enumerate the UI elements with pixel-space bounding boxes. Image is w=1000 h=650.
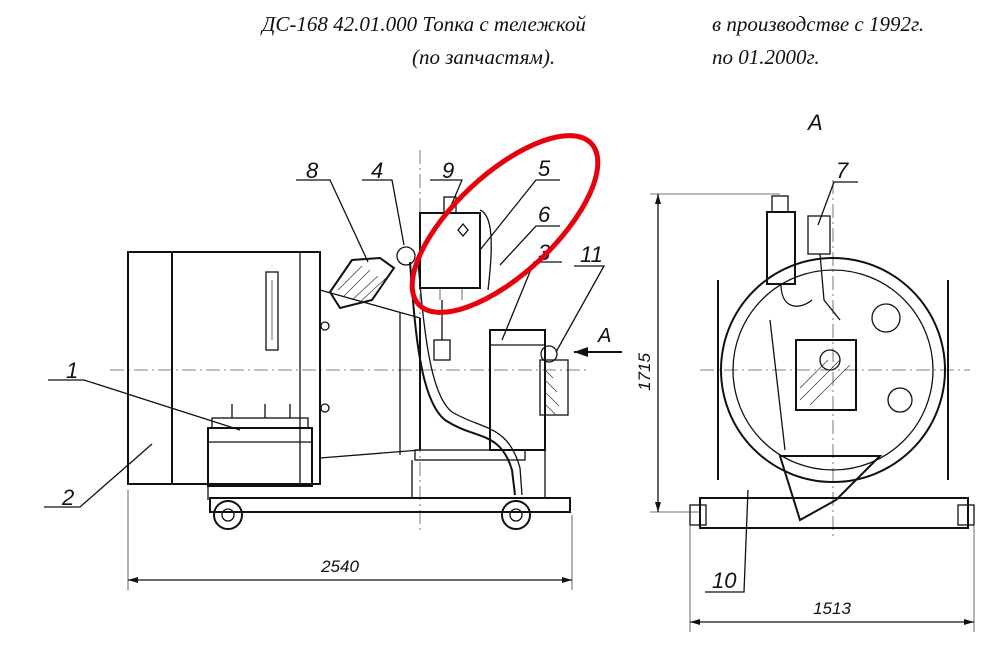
tank (489, 329, 569, 451)
callout-7: 7 (836, 158, 849, 183)
dimension-length-label: 2540 (320, 557, 359, 576)
burner-front (795, 339, 857, 411)
callouts: 1 2 3 4 5 6 7 8 9 10 (44, 156, 858, 593)
dimension-height-label: 1715 (635, 353, 654, 391)
ash-box (207, 404, 313, 500)
dimension-width: 1513 (689, 525, 975, 632)
callout-2: 2 (61, 485, 74, 510)
title-line-1: ДС-168 42.01.000 Топка с тележкой (262, 12, 586, 36)
drum-body (127, 251, 421, 485)
callout-10: 10 (712, 568, 737, 593)
funnel (778, 455, 883, 522)
title-line-2: (по запчастям). (412, 45, 556, 69)
fuel-hose (409, 209, 523, 496)
view-arrow: A (574, 325, 622, 357)
callout-4: 4 (371, 158, 383, 183)
view-arrow-label: A (597, 325, 611, 347)
dimension-width-label: 1513 (813, 599, 851, 618)
production-end-note: по 01.2000г. (712, 45, 820, 69)
side-view-label: A (806, 110, 823, 135)
cart-frame (209, 450, 571, 530)
front-view: 2540 A (110, 150, 622, 590)
fan-hood (328, 246, 416, 310)
callout-6: 6 (538, 202, 551, 227)
highlight-ellipse (409, 133, 601, 315)
production-start-note: в производстве с 1992г. (712, 12, 925, 36)
callout-1: 1 (66, 358, 78, 383)
dimension-height: 1715 (635, 193, 780, 513)
side-tank (766, 211, 796, 285)
side-base (699, 497, 969, 529)
burner-cone (399, 312, 526, 461)
callout-8: 8 (306, 158, 319, 183)
side-view: A (635, 110, 975, 632)
dimension-length: 2540 (127, 490, 573, 590)
drum-circle (720, 257, 946, 483)
callout-11: 11 (580, 242, 603, 267)
control-box (419, 196, 481, 361)
callout-9: 9 (442, 158, 454, 183)
callout-5: 5 (538, 156, 551, 181)
